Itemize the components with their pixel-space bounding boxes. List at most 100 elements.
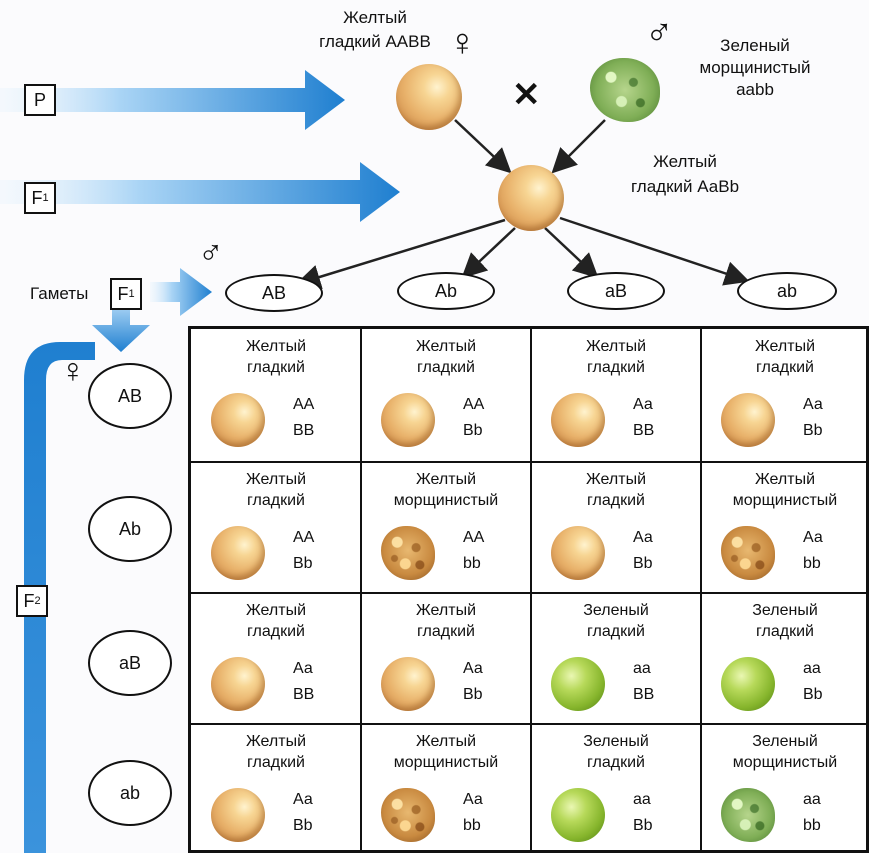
pea-y-smooth [551, 393, 605, 447]
female-gamete-4: ab [88, 760, 172, 826]
phenotype-color: Желтый [415, 471, 477, 488]
male-parent-pea [590, 58, 660, 122]
f1-pea [498, 165, 564, 231]
phenotype-shape: гладкий [417, 623, 475, 640]
grid-vline [360, 329, 362, 850]
male-gamete-2: Аb [397, 272, 495, 310]
f2-bracket [24, 342, 95, 853]
genotype-b: bb [803, 555, 821, 572]
genotype-a: Аа [293, 660, 313, 677]
male-parent-line1: Зеленый [720, 36, 790, 55]
phenotype-color: Желтый [245, 733, 307, 750]
genotype-b: Вb [803, 686, 823, 703]
pea-y-smooth [381, 657, 435, 711]
phenotype-color: Зеленый [752, 733, 818, 750]
phenotype-color: Желтый [415, 733, 477, 750]
generation-f1-sub: 1 [42, 192, 49, 204]
phenotype-color: Желтый [245, 471, 307, 488]
genotype-a: Аа [463, 791, 483, 808]
phenotype-color: Желтый [754, 471, 816, 488]
pea-y-smooth [211, 393, 265, 447]
genotype-a: Аа [463, 660, 483, 677]
pea-y-wrinkled [381, 788, 435, 842]
gamete-arrow-3 [544, 227, 599, 279]
phenotype-color: Желтый [585, 338, 647, 355]
phenotype-color: Желтый [415, 338, 477, 355]
arrow-gametes [150, 268, 212, 316]
gamete-arrow-4 [559, 216, 750, 286]
f1-line1: Желтый [653, 152, 717, 171]
pea-g-smooth [721, 657, 775, 711]
genotype-b: bb [803, 817, 821, 834]
pea-y-wrinkled [381, 526, 435, 580]
genotype-a: Аа [803, 529, 823, 546]
genotype-b: Вb [803, 422, 823, 439]
phenotype-shape: гладкий [247, 623, 305, 640]
gametes-male-symbol: ♂ [198, 234, 224, 272]
genotype-a: АА [463, 529, 485, 546]
gamete-arrow-2 [461, 227, 516, 279]
genotype-b: Вb [293, 555, 313, 572]
female-parent-line2: гладкий ААВВ [319, 32, 431, 51]
female-gamete-2: Аb [88, 496, 172, 562]
phenotype-shape: гладкий [587, 623, 645, 640]
generation-p-label: P [33, 89, 46, 110]
genotype-a: Аа [293, 791, 313, 808]
genotype-b: ВВ [293, 422, 315, 439]
pea-y-smooth [551, 526, 605, 580]
female-parent-line1: Желтый [343, 8, 407, 27]
female-parent-pea [396, 64, 462, 130]
generation-f2-sub: 2 [34, 595, 41, 607]
f1-line2: гладкий АаВb [630, 177, 740, 196]
pea-y-smooth [211, 788, 265, 842]
genotype-b: ВВ [293, 686, 315, 703]
genotype-b: Вb [633, 555, 653, 572]
female-gamete-3: аВ [88, 630, 172, 696]
genotype-b: Вb [463, 422, 483, 439]
phenotype-shape: гладкий [247, 754, 305, 771]
phenotype-color: Желтый [585, 471, 647, 488]
male-gamete-1: АВ [225, 274, 323, 312]
genotype-a: аа [633, 660, 651, 677]
phenotype-color: Желтый [245, 602, 307, 619]
pea-g-smooth [551, 788, 605, 842]
arrow-down [92, 305, 150, 352]
male-gamete-3: аВ [567, 272, 665, 310]
male-gamete-4: ab [737, 272, 837, 310]
genotype-a: Аа [803, 396, 823, 413]
male-parent-line2: морщинистый [699, 58, 811, 77]
arrow-f1 [0, 162, 400, 222]
gametes-label: Гаметы [30, 284, 89, 303]
genotype-b: Вb [293, 817, 313, 834]
female-symbol: ♀ [448, 22, 477, 64]
phenotype-shape: морщинистый [393, 754, 499, 771]
male-parent-line3: aabb [736, 80, 774, 99]
genotype-a: аа [803, 791, 821, 808]
grid-vline [700, 329, 702, 850]
male-symbol: ♂ [645, 12, 674, 54]
phenotype-shape: гладкий [247, 492, 305, 509]
phenotype-color: Зеленый [583, 602, 649, 619]
phenotype-color: Желтый [245, 338, 307, 355]
pea-y-wrinkled [721, 526, 775, 580]
female-gamete-1: АВ [88, 363, 172, 429]
phenotype-shape: гладкий [756, 623, 814, 640]
grid-vline [530, 329, 532, 850]
genotype-b: Вb [633, 817, 653, 834]
generation-f1-label: F [31, 187, 43, 208]
genotype-b: ВВ [633, 422, 655, 439]
genotype-a: АА [463, 396, 485, 413]
phenotype-shape: морщинистый [732, 754, 838, 771]
grid-hline [191, 592, 866, 594]
